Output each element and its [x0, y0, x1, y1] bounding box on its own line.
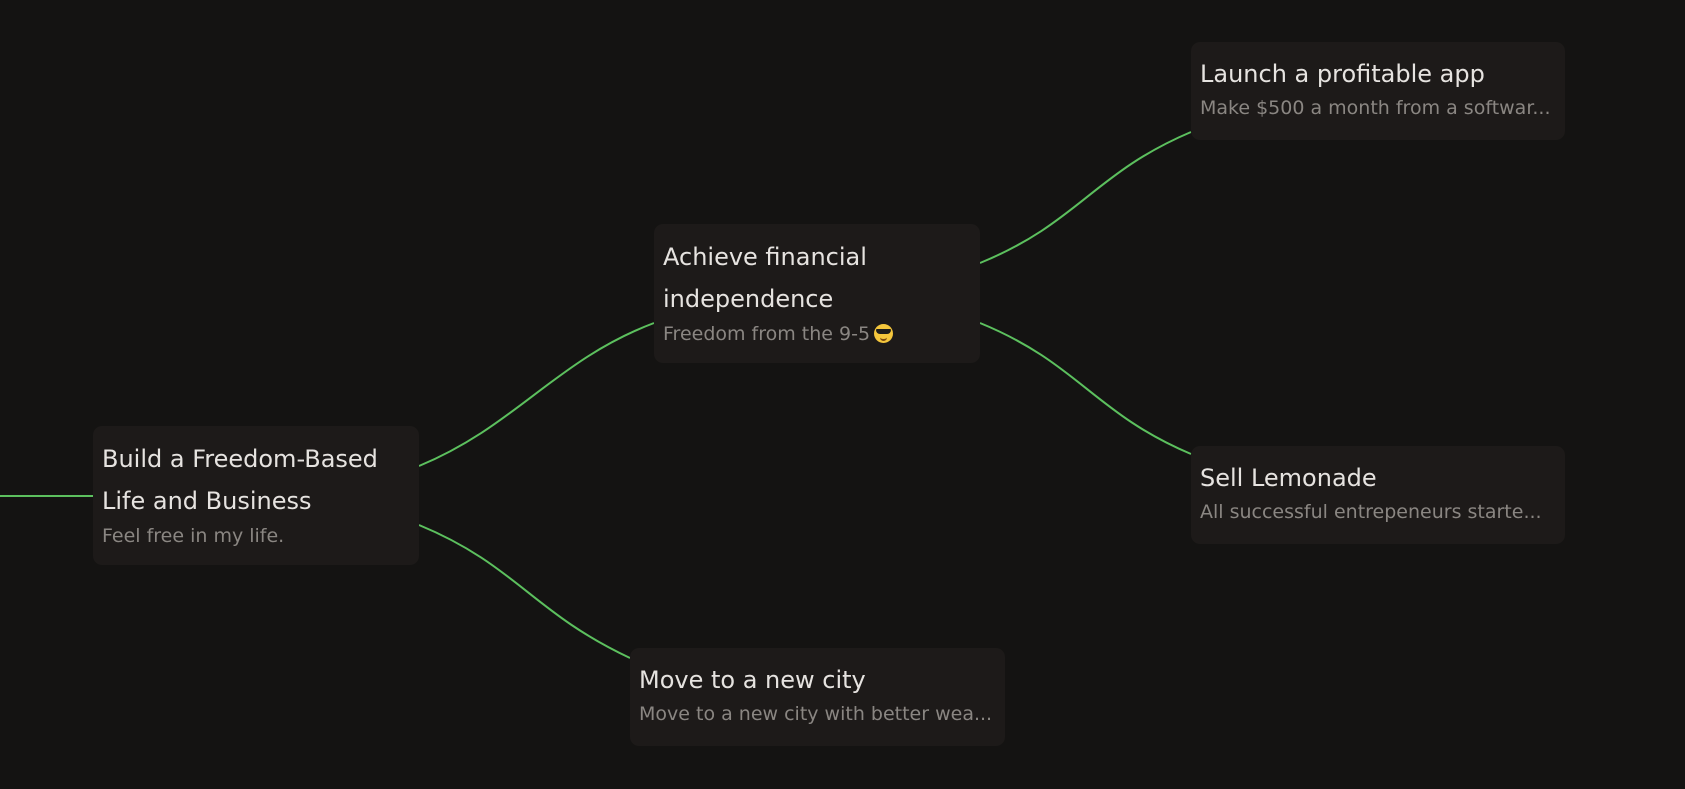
node-description: Freedom from the 9-5	[663, 320, 971, 348]
node-description: Feel free in my life.	[102, 525, 285, 547]
node-title: Launch a profitable app	[1200, 60, 1485, 88]
node-title: Build a Freedom-Based Life and Business	[102, 445, 378, 515]
edge-root-to-financial	[418, 322, 655, 467]
node-sell-lemonade[interactable]: Sell Lemonade All successful entrepeneur…	[1191, 446, 1565, 544]
smiling-face-with-sunglasses-icon	[874, 324, 894, 343]
node-title: Achieve financial independence	[663, 243, 867, 313]
node-title: Move to a new city	[639, 666, 866, 694]
node-move-city[interactable]: Move to a new city Move to a new city wi…	[630, 648, 1005, 746]
node-description-text: Freedom from the 9-5	[663, 323, 871, 345]
node-description: Make $500 a month from a softwar...	[1200, 97, 1551, 119]
node-financial-independence[interactable]: Achieve financial independence Freedom f…	[654, 224, 980, 363]
node-description: Move to a new city with better wea...	[639, 703, 993, 725]
node-launch-app[interactable]: Launch a profitable app Make $500 a mont…	[1191, 42, 1565, 140]
edge-root-to-city	[418, 524, 631, 659]
edge-financial-to-app	[979, 131, 1192, 264]
node-description: All successful entrepeneurs starte...	[1200, 501, 1542, 523]
node-root[interactable]: Build a Freedom-Based Life and Business …	[93, 426, 419, 565]
node-title: Sell Lemonade	[1200, 464, 1377, 492]
edge-financial-to-lemonade	[979, 322, 1192, 455]
